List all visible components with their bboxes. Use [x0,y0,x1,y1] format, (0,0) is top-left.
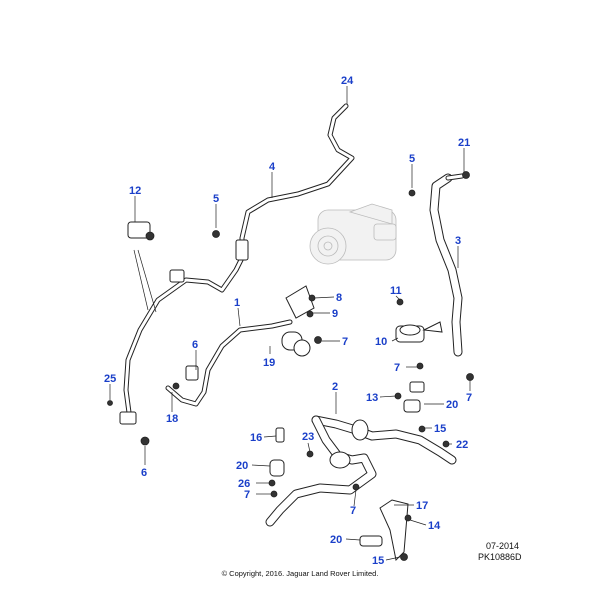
callout-24[interactable]: 24 [341,75,354,87]
callout-20-right[interactable]: 20 [446,399,458,411]
callouts: 24 21 5 4 12 5 3 1 8 11 9 7 10 6 19 7 25… [104,75,472,567]
callout-12[interactable]: 12 [129,185,141,197]
compressor-illustration [309,203,397,265]
callout-11[interactable]: 11 [390,285,402,297]
callout-7-bracket[interactable]: 7 [394,362,400,374]
callout-20-left[interactable]: 20 [236,460,248,472]
callout-10[interactable]: 10 [375,336,387,348]
reference-code: PK10886D [478,552,522,562]
date-code: 07-2014 [486,541,519,551]
callout-3[interactable]: 3 [455,235,461,247]
callout-15-lower[interactable]: 15 [372,555,384,567]
callout-16[interactable]: 16 [250,432,262,444]
callout-21[interactable]: 21 [458,137,470,149]
callout-5-right[interactable]: 5 [409,153,415,165]
hose-assembly-2 [265,381,457,527]
callout-22[interactable]: 22 [456,439,468,451]
callout-1[interactable]: 1 [234,297,240,309]
callout-13[interactable]: 13 [366,392,378,404]
callout-7-drier[interactable]: 7 [342,336,348,348]
callout-15-upper[interactable]: 15 [434,423,446,435]
callout-17[interactable]: 17 [416,500,428,512]
callout-6-upper[interactable]: 6 [192,339,198,351]
callout-6-lower[interactable]: 6 [141,467,147,479]
callout-2[interactable]: 2 [332,381,338,393]
callout-7-hose[interactable]: 7 [466,392,472,404]
pipe-upper-line [239,103,355,261]
callout-18[interactable]: 18 [166,413,178,425]
leader-lines [109,86,471,561]
callout-23[interactable]: 23 [302,431,314,443]
receiver-drier [281,285,322,357]
bracket-10 [395,298,443,343]
clip-12 [127,221,155,241]
pipe-1 [165,319,293,407]
callout-26[interactable]: 26 [238,478,250,490]
callout-25[interactable]: 25 [104,373,116,385]
callout-5-left[interactable]: 5 [213,193,219,205]
small-parts [107,362,450,498]
bolt-5-left [212,230,220,238]
callout-7-left[interactable]: 7 [244,489,250,501]
copyright-notice: © Copyright, 2016. Jaguar Land Rover Lim… [222,569,379,578]
hose-3 [408,171,474,381]
callout-7-lower[interactable]: 7 [350,505,356,517]
callout-9[interactable]: 9 [332,308,338,320]
callout-14[interactable]: 14 [428,520,441,532]
callout-4[interactable]: 4 [269,161,276,173]
callout-8[interactable]: 8 [336,292,342,304]
bracket-17 [359,499,412,562]
callout-19[interactable]: 19 [263,357,275,369]
callout-20-bottom[interactable]: 20 [330,534,342,546]
pipe-left-line [119,239,249,425]
